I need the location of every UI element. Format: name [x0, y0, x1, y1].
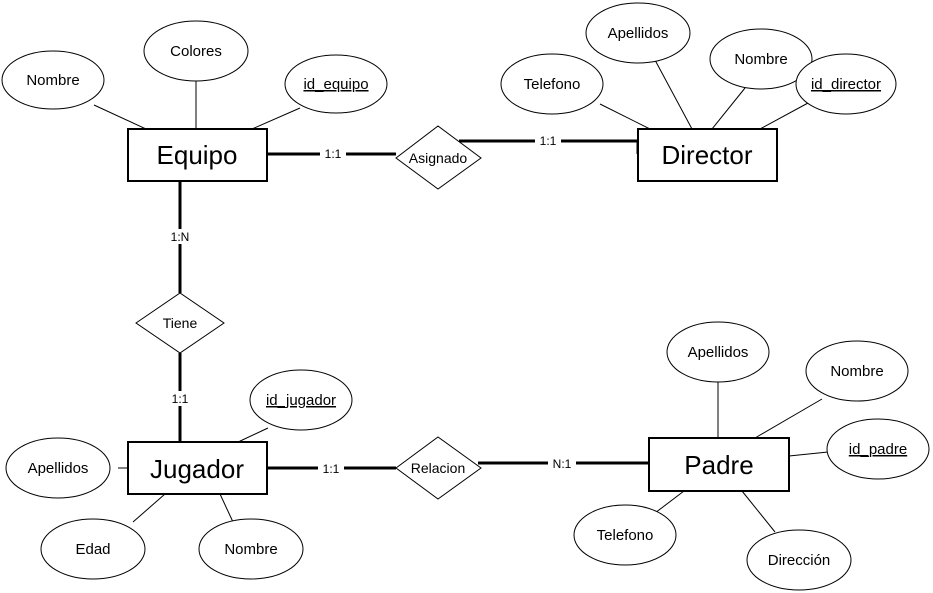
- attribute-director-nombre[interactable]: Nombre: [709, 28, 813, 90]
- attribute-jugador-id[interactable]: id_jugador: [249, 369, 353, 431]
- entity-equipo[interactable]: Equipo: [127, 128, 268, 182]
- cardinality-equipo-asignado: 1:1: [325, 147, 342, 161]
- relationship-tiene[interactable]: Tiene: [135, 292, 225, 354]
- entity-padre[interactable]: Padre: [648, 437, 790, 492]
- attribute-director-apellidos[interactable]: Apellidos: [585, 2, 691, 64]
- attribute-director-id[interactable]: id_director: [795, 53, 897, 115]
- attribute-jugador-nombre[interactable]: Nombre: [198, 518, 304, 580]
- attribute-padre-direccion-label: Dirección: [768, 552, 831, 569]
- relationship-asignado-label: Asignado: [409, 150, 468, 166]
- attribute-equipo-colores[interactable]: Colores: [143, 20, 249, 82]
- attribute-director-telefono-label: Telefono: [524, 76, 581, 93]
- attribute-jugador-apellidos-label: Apellidos: [28, 460, 89, 477]
- attribute-padre-id[interactable]: id_padre: [826, 418, 930, 480]
- cardinality-tiene-jugador: 1:1: [172, 392, 189, 406]
- attribute-director-apellidos-label: Apellidos: [608, 25, 669, 42]
- attribute-jugador-nombre-label: Nombre: [224, 541, 277, 558]
- relationship-asignado[interactable]: Asignado: [395, 125, 482, 190]
- entity-padre-label: Padre: [684, 450, 753, 480]
- cardinality-equipo-tiene: 1:N: [171, 230, 190, 244]
- cardinality-asignado-director: 1:1: [540, 134, 557, 148]
- attribute-padre-nombre[interactable]: Nombre: [805, 340, 909, 402]
- attribute-equipo-colores-label: Colores: [170, 43, 222, 60]
- entity-director[interactable]: Director: [637, 128, 778, 182]
- entity-equipo-label: Equipo: [157, 140, 238, 170]
- attribute-jugador-edad[interactable]: Edad: [40, 518, 146, 580]
- attribute-director-telefono[interactable]: Telefono: [500, 53, 604, 115]
- attribute-equipo-id-label: id_equipo: [303, 76, 368, 93]
- cardinality-relacion-padre: N:1: [553, 457, 572, 471]
- attribute-padre-id-label: id_padre: [849, 441, 907, 458]
- relationship-relacion[interactable]: Relacion: [395, 436, 482, 500]
- attribute-padre-apellidos-label: Apellidos: [688, 344, 749, 361]
- attribute-padre-telefono-label: Telefono: [597, 527, 654, 544]
- attribute-director-id-label: id_director: [811, 76, 881, 93]
- entity-jugador-label: Jugador: [150, 454, 244, 484]
- entity-jugador[interactable]: Jugador: [127, 441, 268, 495]
- attribute-jugador-id-label: id_jugador: [266, 392, 336, 409]
- relationship-connectors: [178, 139, 649, 470]
- relationship-tiene-label: Tiene: [163, 315, 198, 331]
- attribute-connectors: [93, 59, 829, 533]
- cardinality-labels: 1:1 1:1 1:N 1:1 1:1 N:1: [166, 133, 576, 476]
- attribute-jugador-apellidos[interactable]: Apellidos: [5, 437, 111, 499]
- attribute-equipo-nombre-label: Nombre: [26, 72, 79, 89]
- attribute-padre-apellidos[interactable]: Apellidos: [666, 321, 770, 383]
- attribute-equipo-id[interactable]: id_equipo: [284, 54, 388, 114]
- attribute-padre-nombre-label: Nombre: [830, 363, 883, 380]
- attribute-jugador-edad-label: Edad: [75, 541, 110, 558]
- cardinality-jugador-relacion: 1:1: [323, 462, 340, 476]
- attribute-padre-direccion[interactable]: Dirección: [746, 529, 852, 591]
- attribute-equipo-nombre[interactable]: Nombre: [1, 50, 105, 110]
- attribute-padre-telefono[interactable]: Telefono: [573, 504, 677, 566]
- attribute-director-nombre-label: Nombre: [734, 51, 787, 68]
- relationship-relacion-label: Relacion: [411, 460, 465, 476]
- entity-director-label: Director: [661, 140, 752, 170]
